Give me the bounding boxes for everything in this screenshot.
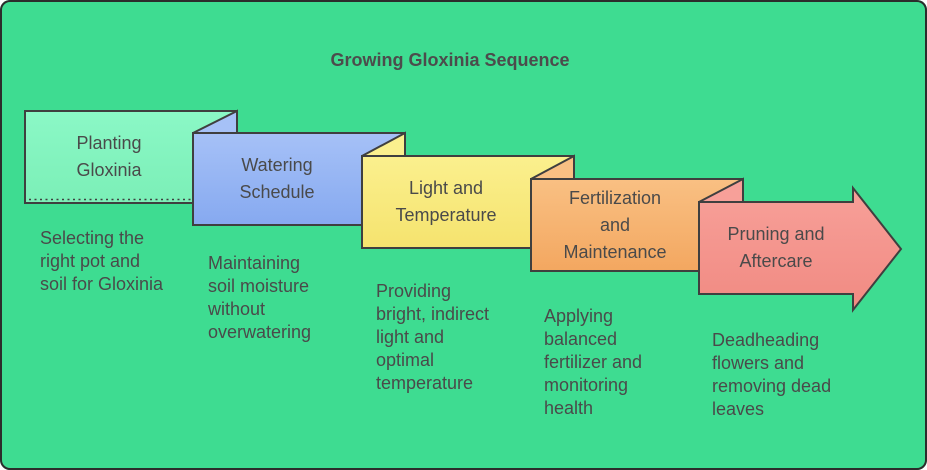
step-label-fertilization: Fertilization and Maintenance — [563, 188, 667, 262]
step-label-light: Light and Temperature — [395, 178, 497, 225]
step-description-watering: Maintaining soil moisture without overwa… — [208, 253, 312, 342]
step-description-fertilization: Applying balanced fertilizer and monitor… — [544, 306, 643, 418]
step-label-planting: Planting Gloxinia — [76, 133, 142, 180]
step-arrow-pruning — [698, 185, 903, 313]
step-description-pruning: Deadheading flowers and removing dead le… — [712, 330, 832, 419]
step-description-light: Providing bright, indirect light and opt… — [376, 281, 490, 393]
step-description-planting: Selecting the right pot and soil for Glo… — [40, 228, 164, 294]
step-label-watering: Watering Schedule — [239, 155, 315, 202]
diagram-title: Growing Gloxinia Sequence — [330, 50, 570, 70]
step-label-pruning: Pruning and Aftercare — [727, 224, 825, 271]
